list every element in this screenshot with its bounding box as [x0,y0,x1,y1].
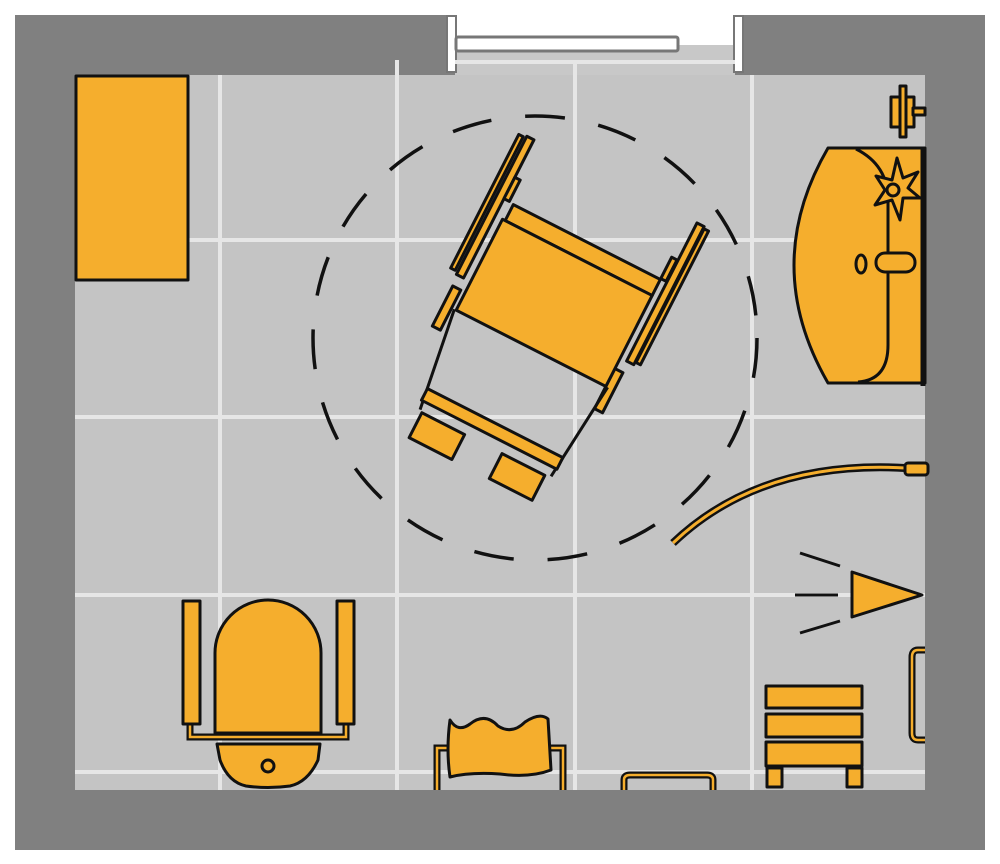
curved-grab-bar [670,461,930,546]
turning-circle-icon [311,114,759,562]
cabinet-icon [74,74,190,282]
toilet-icon [181,598,356,789]
handle-icon [620,771,717,790]
wall-grab-bar [908,646,925,744]
wheelchair-icon [407,132,711,502]
towel-holder-icon [889,84,927,139]
stool-icon [764,684,864,789]
basket-icon [433,714,567,790]
sink-icon [792,146,927,386]
sensor-icon [795,551,924,635]
